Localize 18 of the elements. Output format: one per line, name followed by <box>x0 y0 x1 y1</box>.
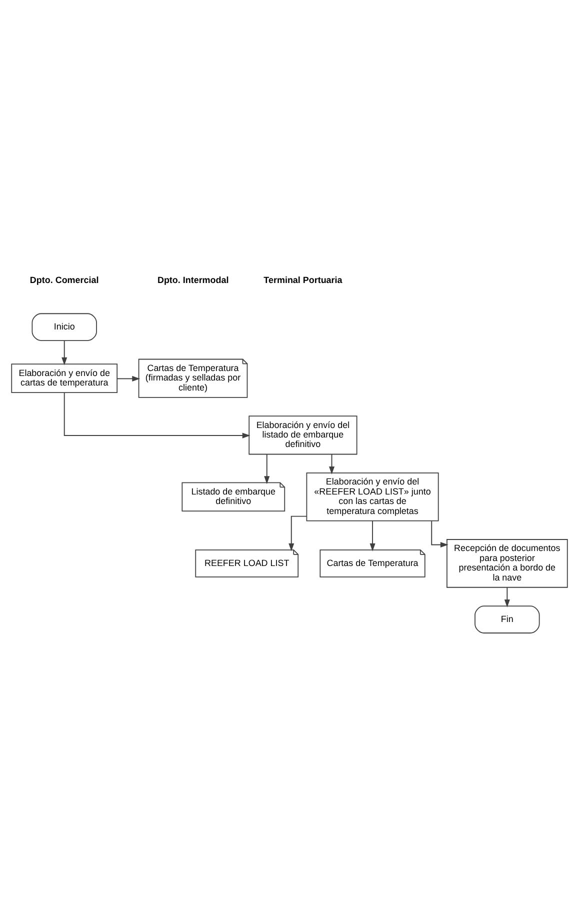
node-box: Elaboración y envío del listado de embarque definitivo <box>248 416 358 455</box>
arrow <box>328 454 335 474</box>
node-box: Fin <box>474 606 540 634</box>
arrow <box>64 392 250 438</box>
node-box: Inicio <box>32 313 97 341</box>
label: Terminal Portuaria <box>264 275 342 286</box>
arrow <box>370 520 376 552</box>
label: Dpto. Comercial <box>30 275 99 286</box>
node-box: Elaboración y envío del «REEFER LOAD LIST» junto con las cartas de temperatura completas <box>306 472 439 522</box>
node-box: Elaboración y envío de cartas de temperatura <box>11 364 118 393</box>
arrow <box>116 376 140 382</box>
arrow <box>62 340 68 366</box>
arrow <box>264 454 270 484</box>
arrow <box>504 587 510 608</box>
node-box: Recepción de documentos para posterior presentación a bordo de la nave <box>446 539 568 588</box>
label: Dpto. Intermodal <box>157 275 229 286</box>
arrow <box>288 516 308 552</box>
arrow <box>431 520 448 548</box>
